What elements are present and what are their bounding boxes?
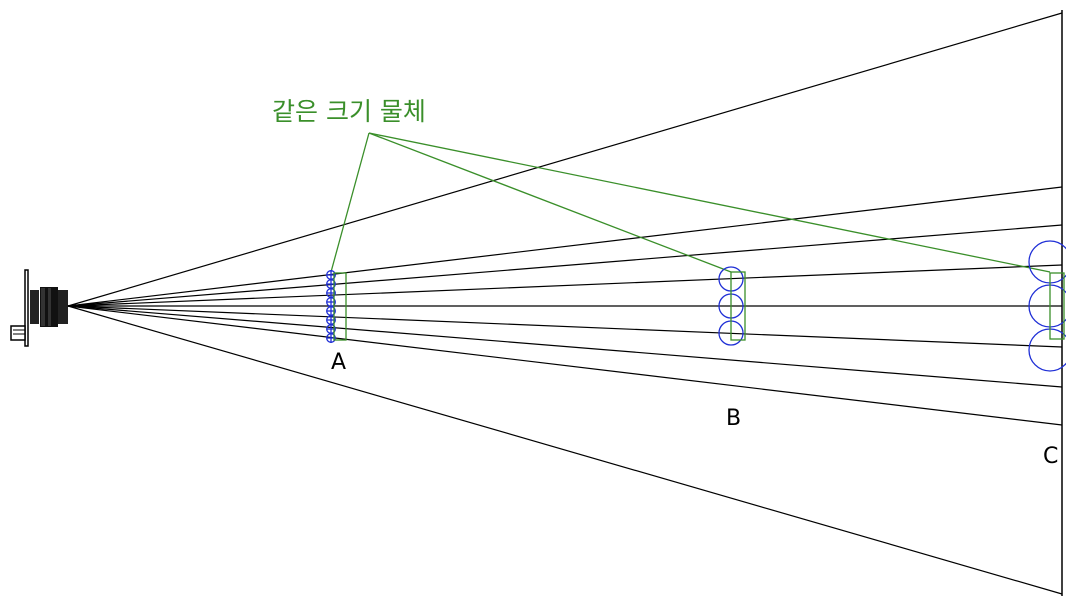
- ray: [67, 305, 1063, 388]
- leader-line-a: [330, 132, 370, 273]
- position-label-c: C: [1043, 444, 1058, 469]
- object-circle: [1028, 240, 1066, 284]
- ray: [67, 305, 1063, 595]
- ray: [67, 12, 1063, 307]
- position-label-b: B: [726, 406, 741, 431]
- object-group-a: [326, 270, 347, 343]
- object-group-b: [718, 266, 746, 346]
- object-box-c: [1049, 272, 1065, 340]
- same-size-object-annotation: 같은 크기 물체: [272, 97, 426, 126]
- object-circle: [1028, 328, 1066, 372]
- ray: [67, 305, 1063, 426]
- ray: [67, 186, 1063, 307]
- ray: [67, 305, 1063, 348]
- field-of-view-rays: [67, 12, 1063, 595]
- position-label-a: A: [331, 350, 346, 375]
- camera-lens-icon: [10, 269, 68, 347]
- object-box-b: [730, 271, 746, 341]
- object-box-a: [333, 272, 347, 341]
- leader-line-b: [368, 132, 732, 273]
- ray: [67, 264, 1063, 307]
- ray: [67, 224, 1063, 307]
- annotation-leader-lines: [330, 132, 1051, 273]
- leader-line-c: [368, 132, 1051, 273]
- object-group-c: [1028, 240, 1066, 372]
